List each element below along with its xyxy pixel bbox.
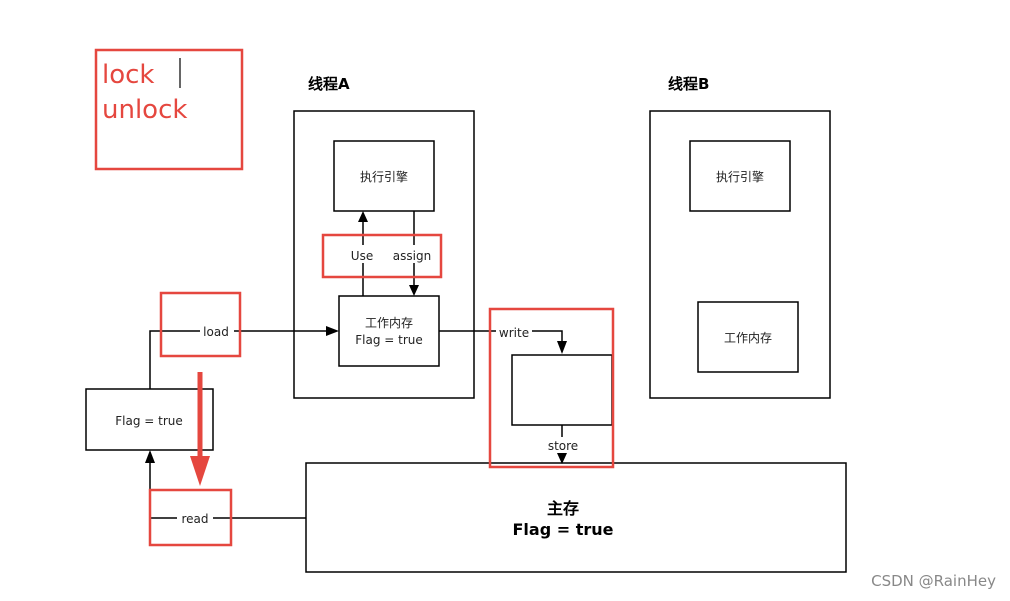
thread-b-working-memory-box (697, 301, 799, 373)
store-label: store (548, 439, 578, 453)
thread-b-engine-box (689, 140, 791, 212)
write-buffer-box (511, 354, 613, 426)
thread-b-title: 线程B (668, 75, 709, 93)
load-highlight (159, 291, 242, 358)
thread-b-engine-label: 执行引擎 (716, 169, 764, 184)
write-arrowhead (557, 341, 567, 354)
left-copy-value: Flag = true (115, 414, 183, 428)
unlock-label: unlock (102, 95, 187, 125)
write-connector (439, 330, 563, 341)
write-label: write (499, 326, 529, 340)
assign-arrowhead (409, 285, 419, 296)
use-assign-highlight (321, 233, 443, 279)
thread-a-engine-box (333, 140, 435, 212)
write-store-highlight (488, 307, 615, 469)
load-label: load (203, 325, 229, 339)
read-label: read (181, 512, 208, 526)
load-connector (149, 330, 326, 389)
store-arrowhead (557, 453, 567, 464)
thread-a-engine-label: 执行引擎 (360, 169, 408, 184)
use-arrowhead (358, 211, 368, 222)
load-arrowhead (326, 326, 339, 336)
read-highlight (148, 488, 233, 547)
main-memory-box (305, 462, 847, 573)
thread-a-working-memory-value: Flag = true (355, 333, 423, 347)
main-memory-title: 主存 (547, 499, 579, 518)
read-arrowhead (145, 450, 155, 463)
lock-label: lock (102, 60, 154, 90)
thread-a-working-memory-box (338, 295, 440, 367)
thread-a-working-memory-label: 工作内存 (365, 316, 413, 330)
watermark: CSDN @RainHey (871, 572, 996, 590)
use-label: Use (351, 249, 373, 263)
load-to-read-red-arrowhead (190, 456, 210, 486)
assign-label: assign (393, 249, 431, 263)
thread-a-title: 线程A (308, 75, 350, 93)
thread-b-working-memory-label: 工作内存 (724, 331, 772, 345)
lock-unlock-box (94, 48, 244, 171)
main-memory-value: Flag = true (513, 520, 614, 539)
